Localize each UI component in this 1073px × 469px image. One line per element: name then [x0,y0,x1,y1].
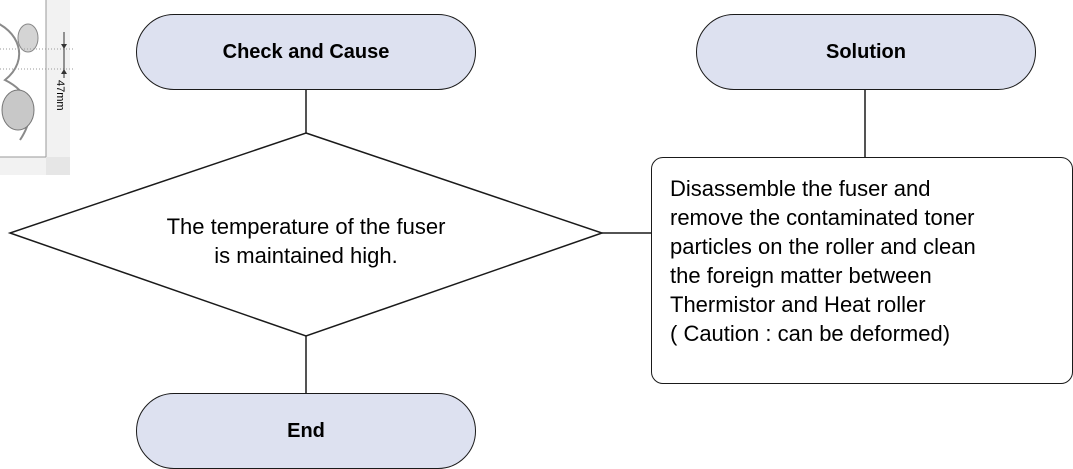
solution-line: ( Caution : can be deformed) [670,321,951,346]
check-and-cause-terminal: Check and Cause [136,14,476,90]
decision-line-1: The temperature of the fuser [166,214,446,239]
dimension-label: 47mm [54,80,66,111]
end-label: End [287,419,325,442]
solution-line: particles on the roller and clean [670,234,976,259]
solution-line: Disassemble the fuser and [670,176,931,201]
solution-label: Solution [826,40,906,63]
solution-line: the foreign matter between [670,263,932,288]
print-sample-thumbnail [0,0,75,175]
solution-line: remove the contaminated toner [670,205,975,230]
solution-box: Disassemble the fuser and remove the con… [651,157,1073,384]
solution-line: Thermistor and Heat roller [670,292,926,317]
solution-terminal: Solution [696,14,1036,90]
decision-line-2: is maintained high. [214,243,398,268]
decision-text: The temperature of the fuser is maintain… [100,212,512,270]
check-and-cause-label: Check and Cause [222,40,390,63]
end-terminal: End [136,393,476,469]
